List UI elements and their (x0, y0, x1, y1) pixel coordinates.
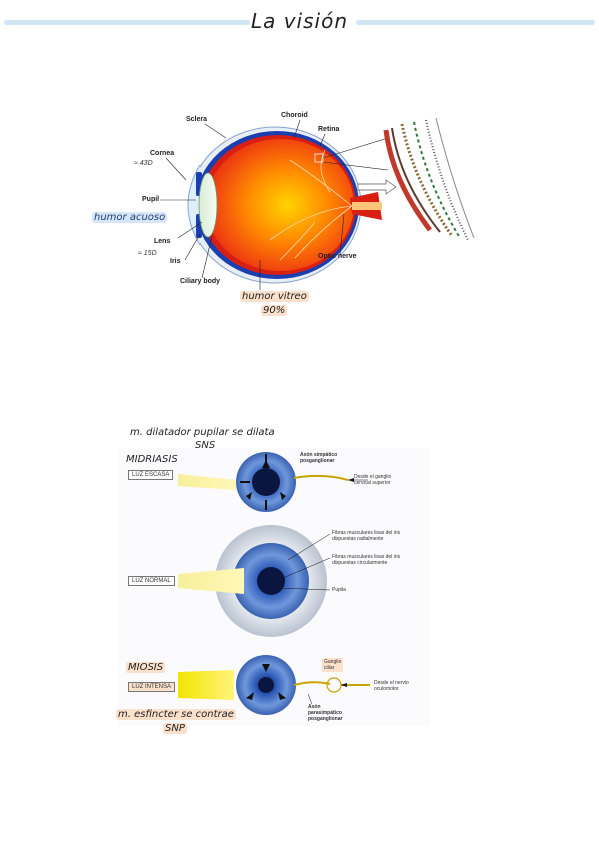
note-sns: SNS (195, 440, 216, 451)
cornea-power: ≈ 43D (134, 160, 153, 167)
note-dilatador: m. dilatador pupilar se dilata (130, 427, 275, 438)
label-fibras-circular: Fibras musculares lisas del iris dispues… (332, 554, 400, 566)
desde-nervio-line2: oculomotor (374, 686, 399, 692)
desde-nervio-line1: Desde el nervio (374, 680, 409, 686)
axon-para-line2: parasimpático (308, 710, 342, 716)
label-fibras-radial: Fibras musculares lisas del iris dispues… (332, 530, 400, 542)
label-desde-ganglio: Desde el ganglio cervical superior (354, 474, 391, 486)
pupil-reflex-figure: MIDRIASIS LUZ ESCASA Axón simpático posg… (118, 448, 430, 726)
eye-anatomy-figure: Sclera Choroid Retina Cornea ≈ 43D Pupil… (130, 110, 475, 295)
label-axon-parasimpatico: Axón parasimpático posganglionar (308, 704, 342, 722)
header-rule-left (4, 20, 250, 25)
box-luz-escasa: LUZ ESCASA (128, 470, 174, 480)
label-iris: Iris (170, 258, 181, 265)
annotation-vitreo-percent: 90% (261, 305, 288, 316)
label-pupila: Pupila (332, 587, 346, 593)
lens-power: ≈ 15D (138, 250, 157, 257)
label-ganglio-ciliar: Ganglio ciliar (322, 658, 344, 672)
label-desde-nervio: Desde el nervio oculomotor (374, 680, 409, 692)
page-title: La visión (250, 9, 349, 33)
fibras-radial-line2: dispuestas radialmente (332, 536, 384, 542)
box-luz-intensa: LUZ INTENSA (128, 682, 176, 692)
axon-simpatico-line1: Axón simpático (300, 452, 338, 458)
label-axon-simpatico: Axón simpático posganglionar (300, 452, 337, 464)
desde-ganglio-line1: Desde el ganglio (354, 474, 392, 480)
note-esfincter: m. esfincter se contrae (116, 709, 236, 720)
label-retina: Retina (318, 126, 340, 133)
annotation-humor-vitreo: humor vitreo (240, 291, 309, 302)
ganglio-ciliar-line2: ciliar (324, 665, 335, 671)
label-pupil: Pupil (142, 196, 160, 203)
fibras-circular-line2: dispuestas circularmente (332, 560, 388, 566)
label-lens: Lens (154, 238, 171, 245)
note-snp: SNP (163, 723, 187, 734)
label-choroid: Choroid (281, 112, 308, 119)
fibras-circular-line1: Fibras musculares lisas del iris (332, 554, 401, 560)
label-cornea: Cornea (150, 150, 175, 157)
retina-detail (383, 117, 475, 241)
ganglio-ciliar-line1: Ganglio (324, 659, 342, 665)
label-sclera: Sclera (186, 116, 208, 123)
label-midriasis: MIDRIASIS (126, 454, 178, 465)
label-ciliary-body: Ciliary body (180, 278, 221, 285)
box-luz-normal: LUZ NORMAL (128, 576, 175, 586)
axon-para-line3: posganglionar (308, 716, 343, 722)
header-rule-right (356, 20, 595, 25)
annotation-humor-acuoso: humor acuoso (92, 212, 168, 223)
fibras-radial-line1: Fibras musculares lisas del iris (332, 530, 401, 536)
axon-simpatico-line2: posganglionar (300, 458, 335, 464)
eye-diagram (160, 117, 475, 290)
pupil-diagram (178, 452, 370, 715)
label-optic-nerve: Optic nerve (318, 253, 357, 260)
label-miosis: MIOSIS (126, 662, 166, 673)
desde-ganglio-line2: cervical superior (354, 480, 391, 486)
axon-para-line1: Axón (308, 704, 321, 710)
